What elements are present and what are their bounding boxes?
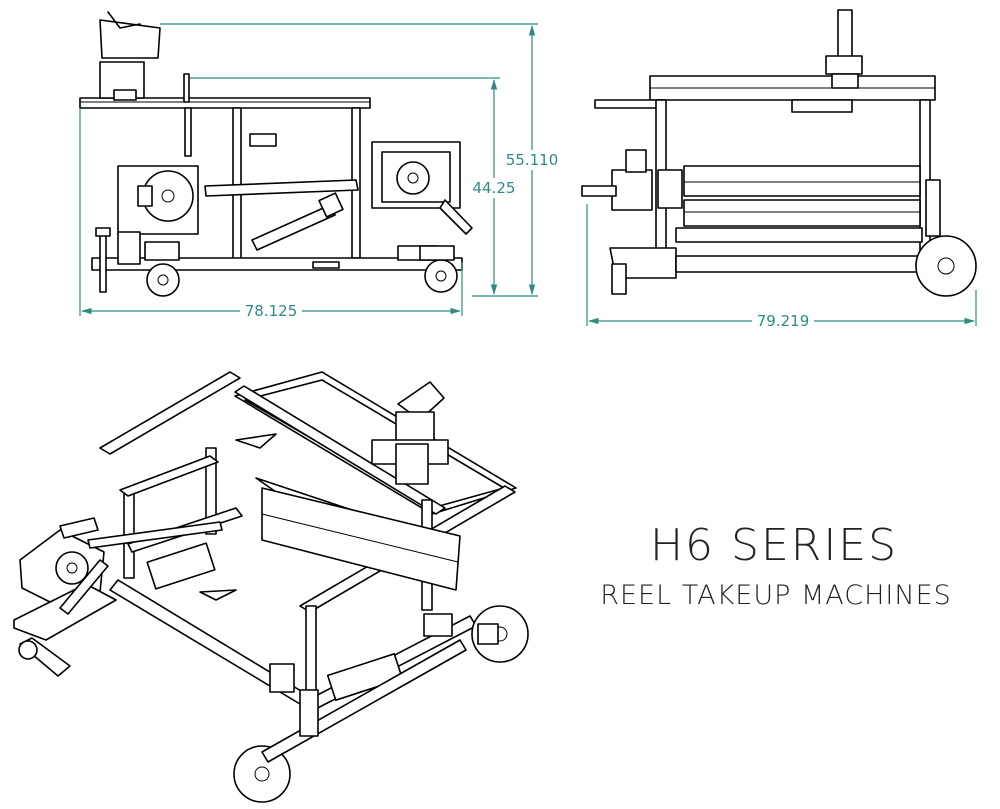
dim-side-height-frame: 44.25 (473, 179, 516, 197)
front-view: 79.219 (581, 9, 977, 330)
dim-side-height-overall: 55.110 (506, 151, 559, 169)
isometric-view (13, 371, 529, 803)
dim-front-width: 79.219 (757, 312, 810, 330)
title-line-1: H6 SERIES (650, 520, 898, 571)
title-line-2: REEL TAKEUP MACHINES (600, 580, 952, 611)
side-view: 78.125 55.110 44.25 (79, 11, 559, 320)
dim-side-width: 78.125 (245, 302, 298, 320)
